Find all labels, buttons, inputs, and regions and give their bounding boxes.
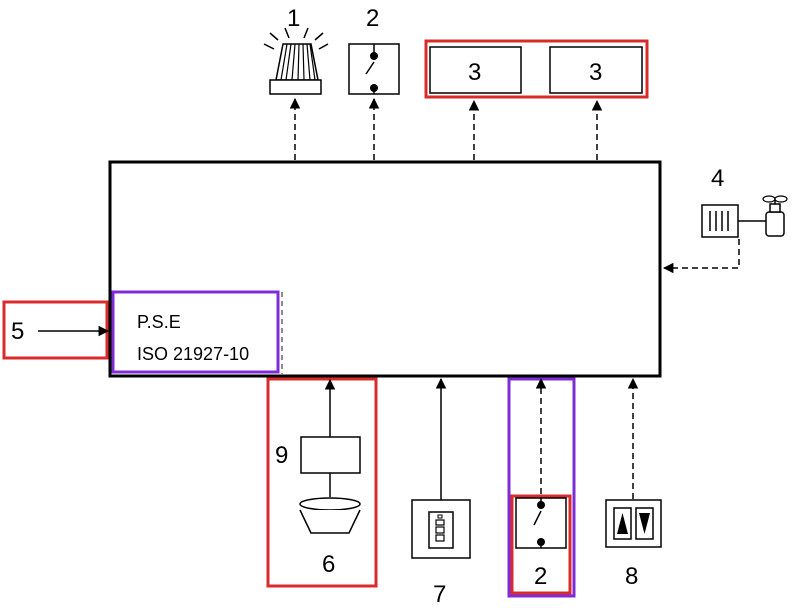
gas-panel-label: 4 — [711, 165, 724, 192]
switch-top-group: 2 — [348, 5, 400, 160]
switch-bottom-group: 2 — [507, 377, 576, 598]
module-9-label: 9 — [275, 442, 288, 469]
beacon-label: 1 — [287, 5, 300, 32]
gas-panel-icon — [701, 204, 766, 238]
beacon-group: 1 — [263, 5, 329, 160]
display-a-box — [429, 46, 522, 94]
pse-standard: ISO 21927-10 — [137, 344, 249, 364]
switch-icon — [348, 43, 400, 95]
detector-icon — [299, 497, 361, 534]
call-point-group: 7 — [411, 377, 471, 608]
beacon-icon — [263, 27, 329, 95]
gas-panel-group: 4 — [662, 165, 788, 274]
gas-cylinder-icon — [762, 195, 788, 237]
pse-box: P.S.E ISO 21927-10 — [111, 290, 283, 374]
module-9-box — [300, 436, 361, 474]
pse-label: P.S.E — [137, 312, 181, 332]
control-8-group: 8 — [605, 377, 662, 590]
input-5-group: 5 — [2, 300, 110, 360]
detector-group: 9 6 — [266, 377, 378, 588]
switch-bottom-label: 2 — [534, 563, 547, 590]
display-b-label: 3 — [589, 59, 602, 86]
control-unit-box — [108, 160, 662, 378]
detector-label: 6 — [322, 551, 335, 578]
switch-top-label: 2 — [366, 5, 379, 32]
switch-bottom-icon — [515, 497, 567, 549]
display-a-label: 3 — [468, 59, 481, 86]
display-b-box — [549, 46, 643, 94]
control-8-label: 8 — [625, 563, 638, 590]
up-down-icon — [605, 499, 662, 548]
input-5-label: 5 — [11, 318, 24, 345]
call-point-icon — [411, 499, 471, 559]
call-point-label: 7 — [433, 581, 446, 608]
displays-group: 3 3 — [424, 39, 649, 160]
